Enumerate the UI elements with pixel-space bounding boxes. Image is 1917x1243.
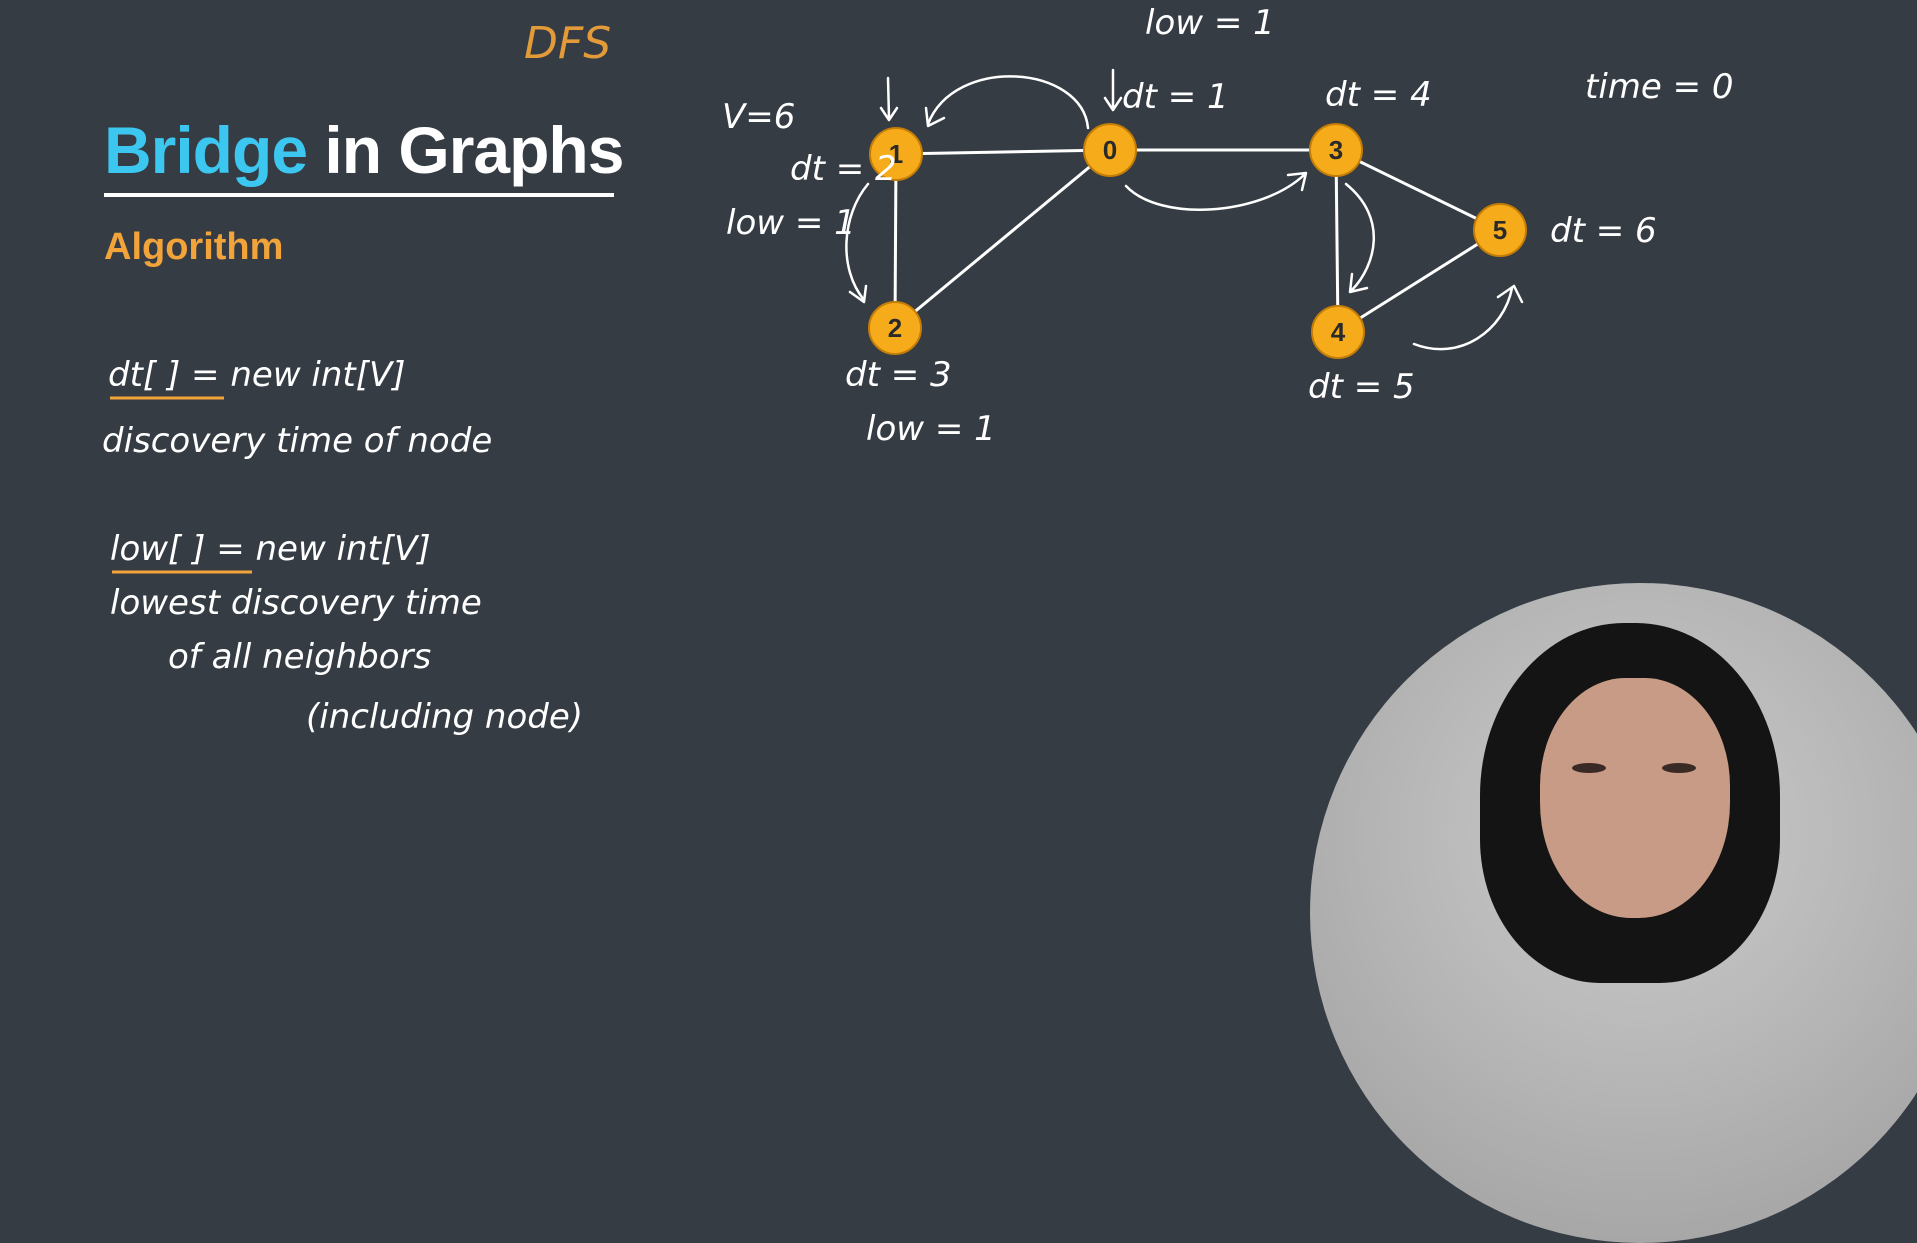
node-1-low: low = 1 [726,203,856,243]
arrow-down-0 [1103,68,1123,112]
arrow-0-to-1 [924,75,1090,130]
node-1-dt: dt = 2 [790,149,897,189]
slide-subtitle: Algorithm [104,226,284,268]
whiteboard-canvas: DFS V=6 time = 0 0 1 2 3 4 [102,3,1734,737]
node-2-circle [868,301,922,355]
edge-3-4 [1334,148,1340,334]
node-5-circle [1473,203,1527,257]
arrow-down-1 [879,76,899,122]
edge-4-5 [1336,228,1502,334]
node-2: 2 [868,301,922,355]
slide-title: Bridge in Graphs [104,112,624,188]
edge-1-2 [893,152,898,330]
low-description-line-1: lowest discovery time [110,583,482,623]
dt-declaration: dt[ ] = new int[V] [108,355,406,395]
presenter-eye-right [1662,763,1696,773]
node-5: 5 [1473,203,1527,257]
node-0-low: low = 1 [1145,3,1275,43]
edge-2-0 [893,148,1112,330]
node-2-dt: dt = 3 [845,355,952,395]
slide-title-accent: Bridge [104,113,308,187]
low-description-line-2: of all neighbors [168,637,431,677]
node-4: 4 [1311,305,1365,359]
node-4-circle [1311,305,1365,359]
node-5-label: 5 [1493,215,1507,245]
presenter-eye-left [1572,763,1606,773]
title-underline [104,193,614,197]
arrow-1-to-2 [845,182,870,304]
graph-edges [893,148,1502,334]
presenter-face [1540,678,1730,918]
arrow-0-to-3 [1124,171,1308,211]
vertex-count-label: V=6 [722,97,795,137]
edge-1-0 [894,148,1112,156]
edge-3-5 [1334,148,1502,232]
node-0-dt: dt = 1 [1122,77,1229,117]
node-2-label: 2 [888,313,902,343]
low-description-line-3: (including node) [306,697,583,737]
low-declaration: low[ ] = new int[V] [110,529,431,569]
node-2-low: low = 1 [866,409,996,449]
node-1: 1 [869,127,923,181]
node-3-label: 3 [1329,135,1343,165]
dt-description: discovery time of node [102,421,492,461]
node-1-circle [869,127,923,181]
arrow-4-to-5 [1412,284,1524,351]
slide-title-rest: in Graphs [307,113,624,187]
dfs-label: DFS [524,18,611,69]
node-0-label: 0 [1103,135,1117,165]
node-4-label: 4 [1331,317,1346,347]
dfs-arrows [845,68,1524,351]
arrow-3-to-4 [1344,182,1375,294]
node-3: 3 [1309,123,1363,177]
node-0: 0 [1083,123,1137,177]
node-5-dt: dt = 6 [1550,211,1657,251]
node-3-circle [1309,123,1363,177]
node-1-label: 1 [889,139,903,169]
time-label: time = 0 [1585,67,1734,107]
node-3-dt: dt = 4 [1325,75,1432,115]
node-4-dt: dt = 5 [1308,367,1415,407]
node-0-circle [1083,123,1137,177]
